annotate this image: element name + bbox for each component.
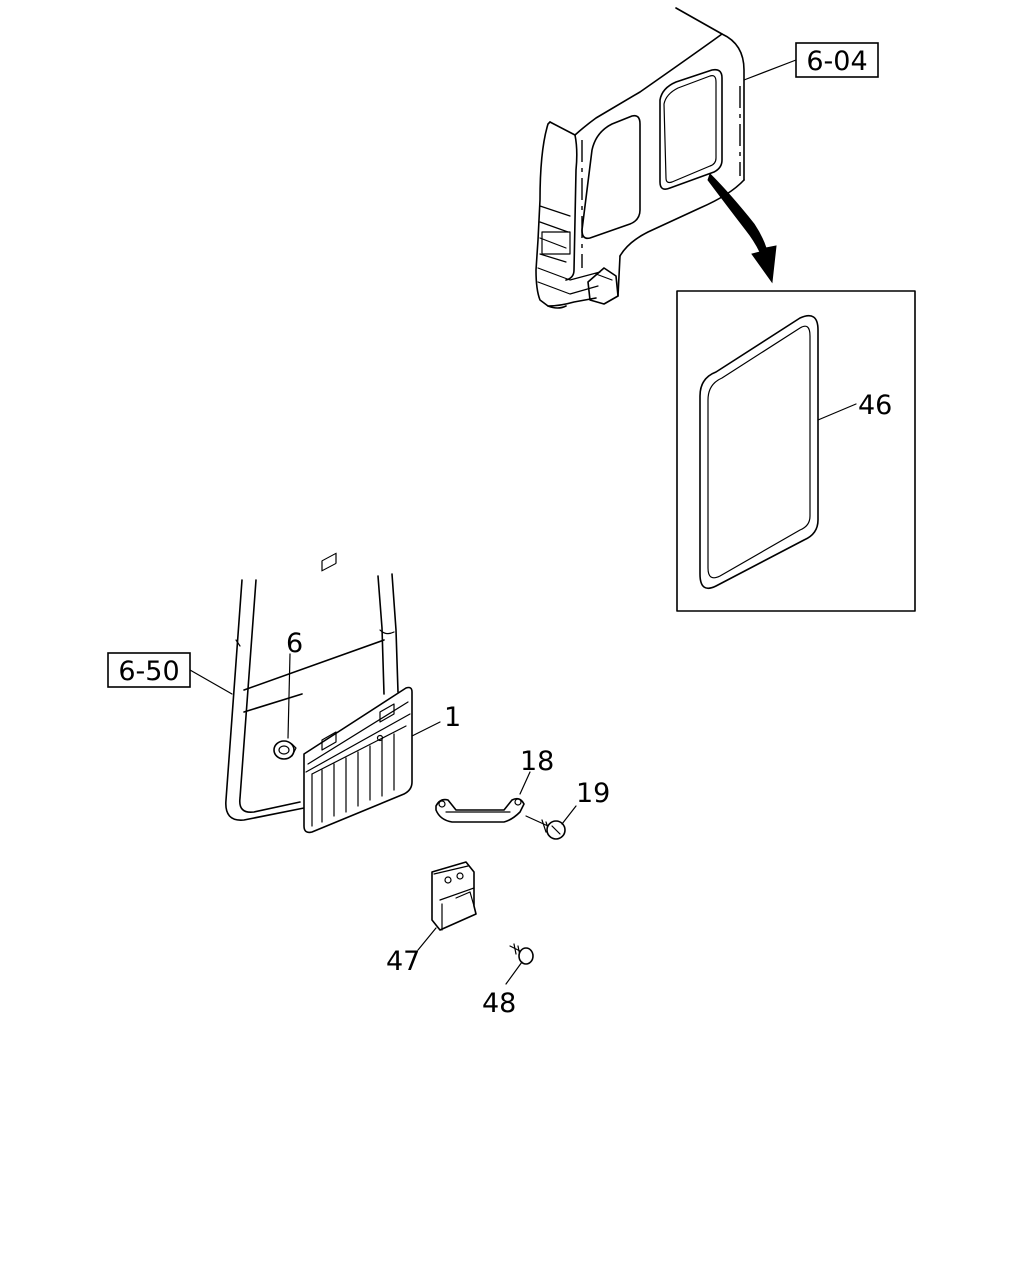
svg-text:6-04: 6-04 (806, 46, 867, 77)
leader-door-ref (189, 669, 233, 695)
leader-18 (519, 771, 531, 795)
leader-47 (417, 927, 437, 951)
inset-arrow (707, 173, 777, 284)
leader-1 (411, 721, 441, 737)
part-19-screw (525, 805, 577, 840)
door-outline (225, 573, 399, 821)
part-47-bracket (417, 861, 477, 951)
callout-19[interactable]: 19 (576, 778, 610, 809)
leader-48 (505, 961, 523, 985)
inset-window-seal (676, 290, 916, 612)
svg-text:6-50: 6-50 (118, 656, 179, 687)
leader-46 (817, 403, 857, 421)
cab-outline (535, 7, 745, 309)
callout-48[interactable]: 48 (482, 988, 516, 1019)
part-1-door-pocket (303, 552, 441, 834)
part-18-handle (435, 771, 531, 823)
callout-6[interactable]: 6 (286, 628, 303, 659)
cab-ref-tag[interactable]: 6-04 (795, 42, 879, 78)
leader-19 (561, 805, 577, 825)
callout-47[interactable]: 47 (386, 946, 420, 977)
callout-1[interactable]: 1 (444, 702, 461, 733)
leader-cab-ref (743, 59, 797, 81)
callout-46[interactable]: 46 (858, 390, 892, 421)
part-6-clip (273, 653, 297, 760)
part-48-screw (505, 943, 534, 985)
door-ref-tag[interactable]: 6-50 (107, 652, 191, 688)
callout-18[interactable]: 18 (520, 746, 554, 777)
